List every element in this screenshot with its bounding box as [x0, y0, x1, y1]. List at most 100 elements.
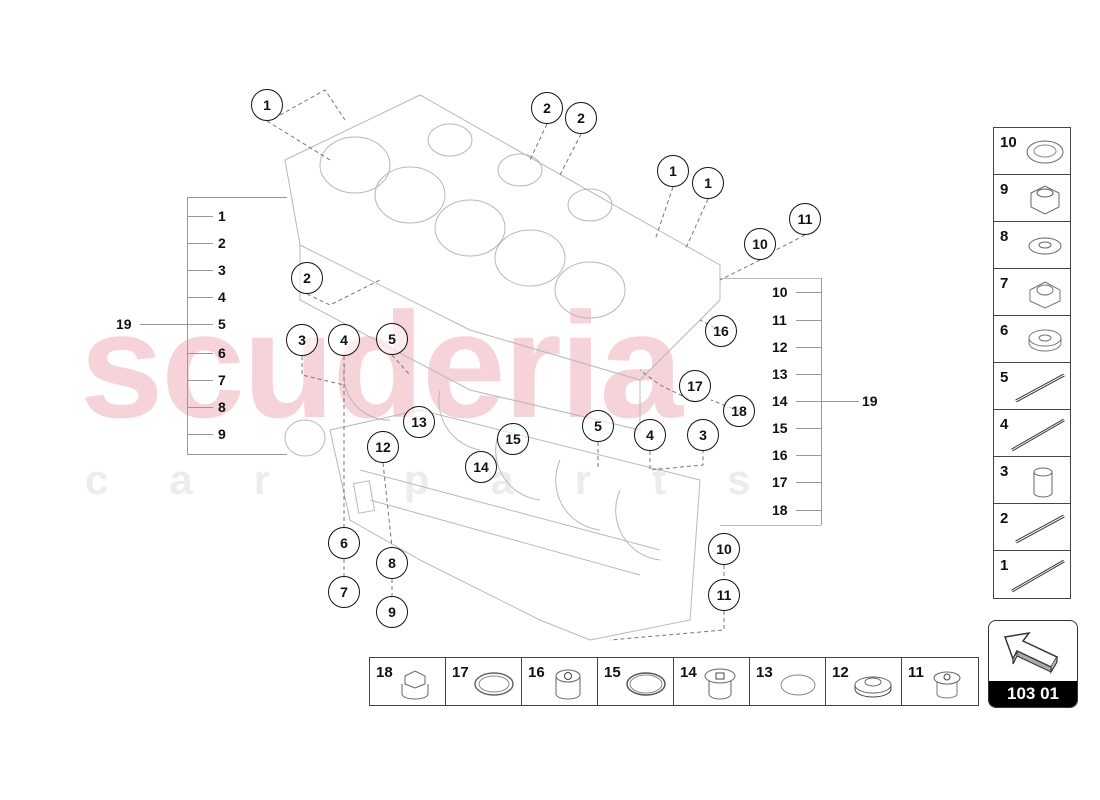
part-cell-15[interactable]: 15 — [598, 658, 674, 705]
callout-10[interactable]: 10 — [744, 228, 776, 260]
callout-1[interactable]: 1 — [657, 155, 689, 187]
parts-panel-horizontal: 18 17 16 15 14 13 12 11 — [369, 657, 979, 706]
callout-7[interactable]: 7 — [328, 576, 360, 608]
thick-washer-icon — [1028, 329, 1062, 352]
part-cell-12[interactable]: 12 — [826, 658, 902, 705]
callout-2[interactable]: 2 — [531, 92, 563, 124]
seal-ring-icon — [474, 672, 514, 696]
hex-plug-icon — [401, 670, 429, 700]
part-number: 15 — [604, 664, 621, 681]
arrow-up-left-icon — [1003, 631, 1059, 675]
legend-left-item: 8 — [218, 399, 226, 415]
legend-left-item: 7 — [218, 372, 226, 388]
callout-3[interactable]: 3 — [687, 419, 719, 451]
legend-right-item: 12 — [772, 339, 788, 355]
legend-left-tick — [187, 353, 213, 354]
callout-1[interactable]: 1 — [251, 89, 283, 121]
callout-4[interactable]: 4 — [634, 419, 666, 451]
part-number: 8 — [1000, 228, 1009, 245]
callout-3[interactable]: 3 — [286, 324, 318, 356]
legend-left-item: 5 — [218, 316, 226, 332]
callout-4[interactable]: 4 — [328, 324, 360, 356]
socket-plug-icon — [555, 669, 581, 700]
part-number: 3 — [1000, 463, 1009, 480]
legend-left-group-line — [140, 324, 210, 325]
part-cell-1[interactable]: 1 — [994, 551, 1070, 598]
legend-right-tick — [796, 374, 821, 375]
legend-right-item: 10 — [772, 284, 788, 300]
legend-right-tick — [796, 428, 821, 429]
legend-right-tick — [796, 455, 821, 456]
previous-page-nav-button[interactable]: 103 01 — [988, 620, 1078, 708]
legend-right-item: 16 — [772, 447, 788, 463]
part-cell-18[interactable]: 18 — [370, 658, 446, 705]
legend-left-bracket — [187, 197, 188, 454]
legend-left-tick — [187, 324, 213, 325]
callout-2[interactable]: 2 — [291, 262, 323, 294]
legend-left-item: 6 — [218, 345, 226, 361]
legend-right-tick — [796, 510, 821, 511]
legend-right-tick — [796, 292, 821, 293]
legend-left-group-label: 19 — [116, 316, 132, 332]
legend-left-bottom-line — [187, 454, 287, 455]
legend-left-tick — [187, 243, 213, 244]
part-cell-4[interactable]: 4 — [994, 410, 1070, 457]
legend-left-item: 2 — [218, 235, 226, 251]
part-cell-5[interactable]: 5 — [994, 363, 1070, 410]
stud-bolt-icon — [1015, 514, 1065, 544]
part-number: 2 — [1000, 510, 1009, 527]
o-ring-icon — [780, 674, 816, 696]
socket-plug-icon — [933, 671, 961, 699]
callout-12[interactable]: 12 — [367, 431, 399, 463]
callout-6[interactable]: 6 — [328, 527, 360, 559]
callout-15[interactable]: 15 — [497, 423, 529, 455]
part-cell-7[interactable]: 7 — [994, 269, 1070, 316]
callout-1[interactable]: 1 — [692, 167, 724, 199]
part-cell-14[interactable]: 14 — [674, 658, 750, 705]
callout-10[interactable]: 10 — [708, 533, 740, 565]
part-cell-13[interactable]: 13 — [750, 658, 826, 705]
legend-left-tick — [187, 407, 213, 408]
part-cell-9[interactable]: 9 — [994, 175, 1070, 222]
callout-17[interactable]: 17 — [679, 370, 711, 402]
legend-right-item: 14 — [772, 393, 788, 409]
legend-left-tick — [187, 380, 213, 381]
part-number: 5 — [1000, 369, 1009, 386]
socket-plug-icon — [704, 668, 736, 700]
callout-11[interactable]: 11 — [789, 203, 821, 235]
part-cell-11[interactable]: 11 — [902, 658, 978, 705]
legend-left-item: 4 — [218, 289, 226, 305]
legend-left-tick — [187, 297, 213, 298]
callout-2[interactable]: 2 — [565, 102, 597, 134]
legend-right-group-line — [821, 401, 859, 402]
part-number: 18 — [376, 664, 393, 681]
callout-18[interactable]: 18 — [723, 395, 755, 427]
part-cell-17[interactable]: 17 — [446, 658, 522, 705]
callout-16[interactable]: 16 — [705, 315, 737, 347]
legend-right-tick — [796, 482, 821, 483]
legend-right-item: 18 — [772, 502, 788, 518]
part-cell-10[interactable]: 10 — [994, 128, 1070, 175]
callout-8[interactable]: 8 — [376, 547, 408, 579]
hex-nut-icon — [1029, 281, 1061, 309]
legend-right-tick — [796, 347, 821, 348]
part-cell-3[interactable]: 3 — [994, 457, 1070, 504]
legend-left-tick — [187, 434, 213, 435]
callout-11[interactable]: 11 — [708, 579, 740, 611]
part-cell-16[interactable]: 16 — [522, 658, 598, 705]
part-number: 14 — [680, 664, 697, 681]
part-cell-6[interactable]: 6 — [994, 316, 1070, 363]
callout-5[interactable]: 5 — [376, 323, 408, 355]
part-cell-8[interactable]: 8 — [994, 222, 1070, 269]
stud-bolt-icon — [1011, 559, 1065, 593]
callout-13[interactable]: 13 — [403, 406, 435, 438]
flat-washer-icon — [1028, 237, 1062, 255]
callout-5[interactable]: 5 — [582, 410, 614, 442]
part-cell-2[interactable]: 2 — [994, 504, 1070, 551]
legend-left-tick — [187, 270, 213, 271]
washer-large-icon — [1026, 140, 1064, 164]
callout-9[interactable]: 9 — [376, 596, 408, 628]
legend-right-top-line — [720, 278, 821, 279]
callout-14[interactable]: 14 — [465, 451, 497, 483]
